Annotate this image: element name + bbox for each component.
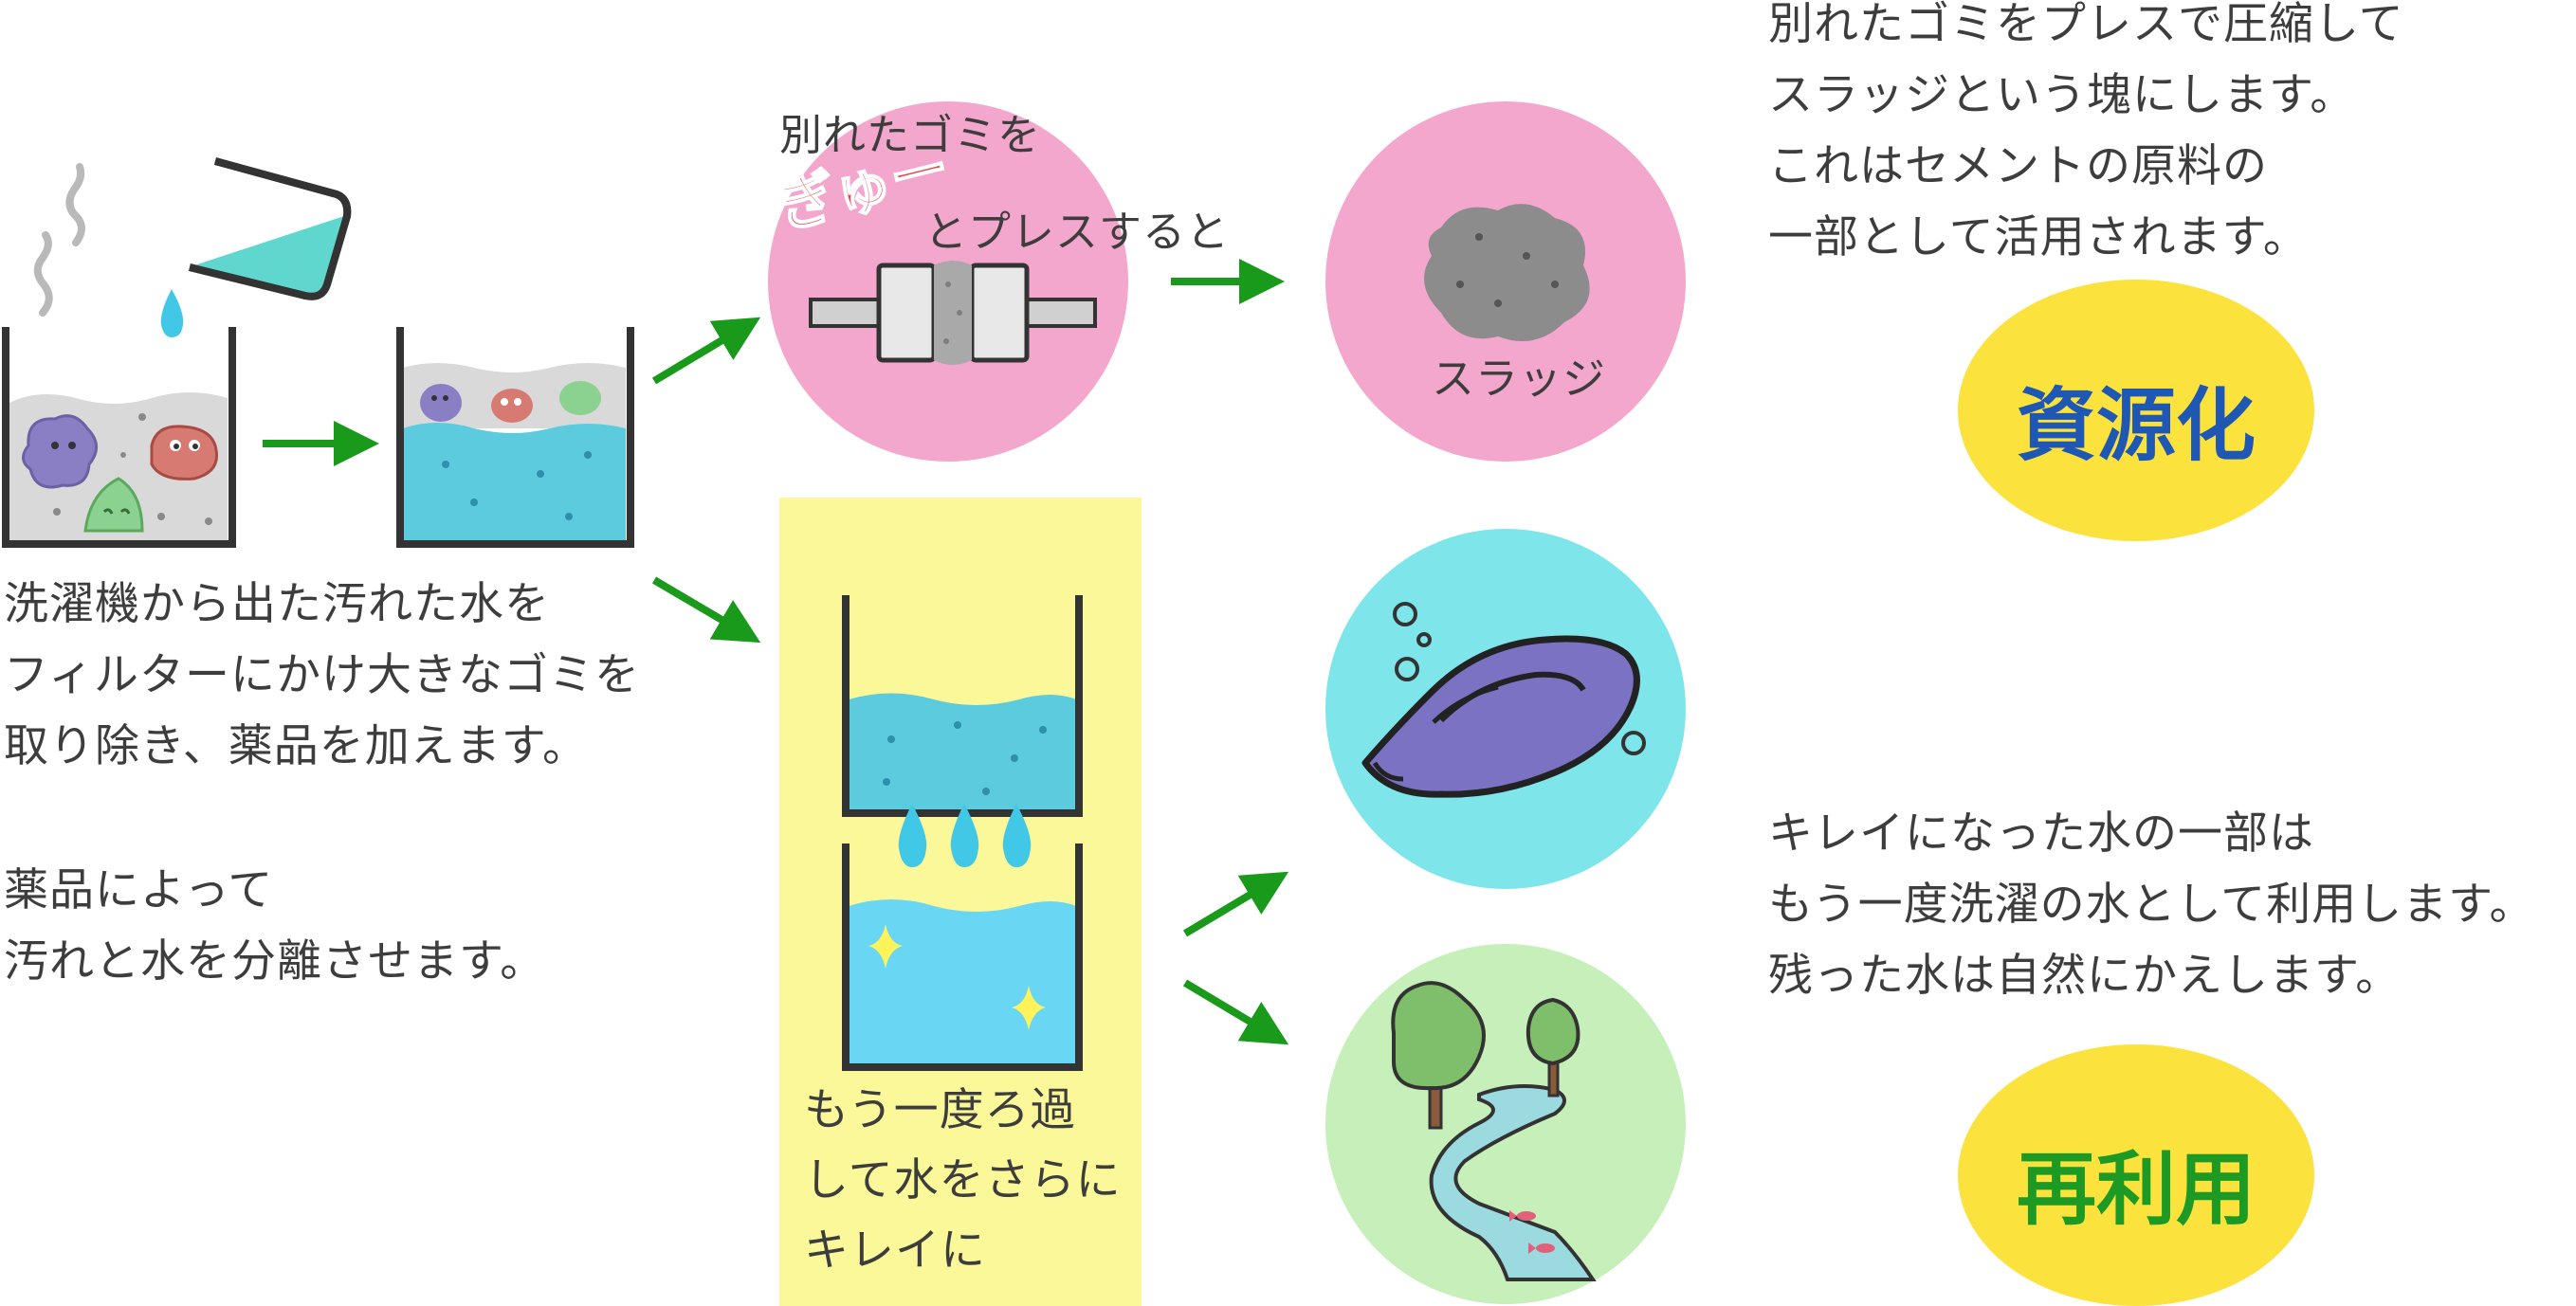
reuse-badge xyxy=(1958,1044,2314,1306)
clothes-in-water-icon xyxy=(1361,602,1646,798)
filter-line: もう一度ろ過 xyxy=(804,1084,1076,1136)
arrow-to-press xyxy=(651,317,761,385)
separated-water-tank xyxy=(396,327,634,548)
fish-icon xyxy=(1509,1210,1536,1222)
top-right-line: 別れたゴミをプレスで圧縮して xyxy=(1768,0,2404,50)
filter-line: して水をさらに xyxy=(804,1154,1122,1206)
bottom-right-line: もう一度洗濯の水として利用します。 xyxy=(1768,879,2535,931)
press-machine-icon xyxy=(809,261,1097,365)
dirt-germ-red-icon xyxy=(150,425,219,481)
separated-dirt-green-icon xyxy=(559,381,601,415)
top-right-line: スラッジという塊にします。 xyxy=(1768,69,2356,121)
press-caption-2: とプレスすると xyxy=(924,207,1231,257)
separated-dirt-purple-icon xyxy=(420,384,462,422)
dirt-blob-purple-icon xyxy=(22,414,98,489)
arrow-to-nature xyxy=(1182,979,1289,1045)
left-line: フィルターにかけ大きなゴミを xyxy=(4,649,641,701)
sludge-lump-icon xyxy=(1424,204,1590,341)
left-description-2: 薬品によって 汚れと水を分離させます。 xyxy=(4,855,545,997)
filter-line: キレイに xyxy=(804,1224,986,1277)
arrow-to-filter xyxy=(651,576,761,644)
chemical-beaker-icon xyxy=(189,157,352,300)
clean-water-tank xyxy=(842,843,1083,1071)
left-line: 汚れと水を分離させます。 xyxy=(4,935,546,988)
sparkle-icon xyxy=(1012,986,1046,1030)
left-line: 取り除き、薬品を加えます。 xyxy=(4,720,589,772)
odor-lines-icon xyxy=(33,163,85,317)
tree-icon xyxy=(1526,997,1580,1097)
dirt-blob-green-icon xyxy=(83,477,144,533)
separated-dirt-red-icon xyxy=(491,389,533,423)
reuse-badge-label: 再利用 xyxy=(2016,1143,2256,1236)
top-right-line: 一部として活用されます。 xyxy=(1768,211,2309,263)
press-caption-1: 別れたゴミを xyxy=(779,110,1042,160)
bottom-right-line: キレイになった水の一部は xyxy=(1768,807,2314,860)
fish-icon xyxy=(1528,1243,1555,1254)
sparkle-icon xyxy=(868,924,903,969)
dirty-water-tank xyxy=(2,327,236,548)
resource-badge xyxy=(1958,280,2314,541)
bottom-right-description: キレイになった水の一部は もう一度洗濯の水として利用します。 残った水は自然にか… xyxy=(1768,798,2534,1011)
resource-badge-label: 資源化 xyxy=(2016,379,2256,472)
left-line: 洗濯機から出た汚れた水を xyxy=(4,578,550,630)
arrow-to-reuse xyxy=(1182,871,1289,937)
filtered-drops-icon xyxy=(898,804,1032,867)
bottom-right-line: 残った水は自然にかえします。 xyxy=(1768,950,2402,1002)
left-description: 洗濯機から出た汚れた水を フィルターにかけ大きなゴミを 取り除き、薬品を加えます… xyxy=(4,569,640,782)
tree-icon xyxy=(1391,981,1486,1130)
top-right-line: これはセメントの原料の xyxy=(1768,140,2269,192)
sludge-label: スラッジ xyxy=(1432,354,1607,404)
top-right-description: 別れたゴミをプレスで圧縮して スラッジという塊にします。 これはセメントの原料の… xyxy=(1768,0,2404,273)
left-line: 薬品によって xyxy=(4,864,274,916)
river-and-trees-icon xyxy=(1391,981,1597,1281)
filter-caption: もう一度ろ過 して水をさらに キレイに xyxy=(804,1076,1122,1286)
chemical-drop-icon xyxy=(160,289,184,337)
